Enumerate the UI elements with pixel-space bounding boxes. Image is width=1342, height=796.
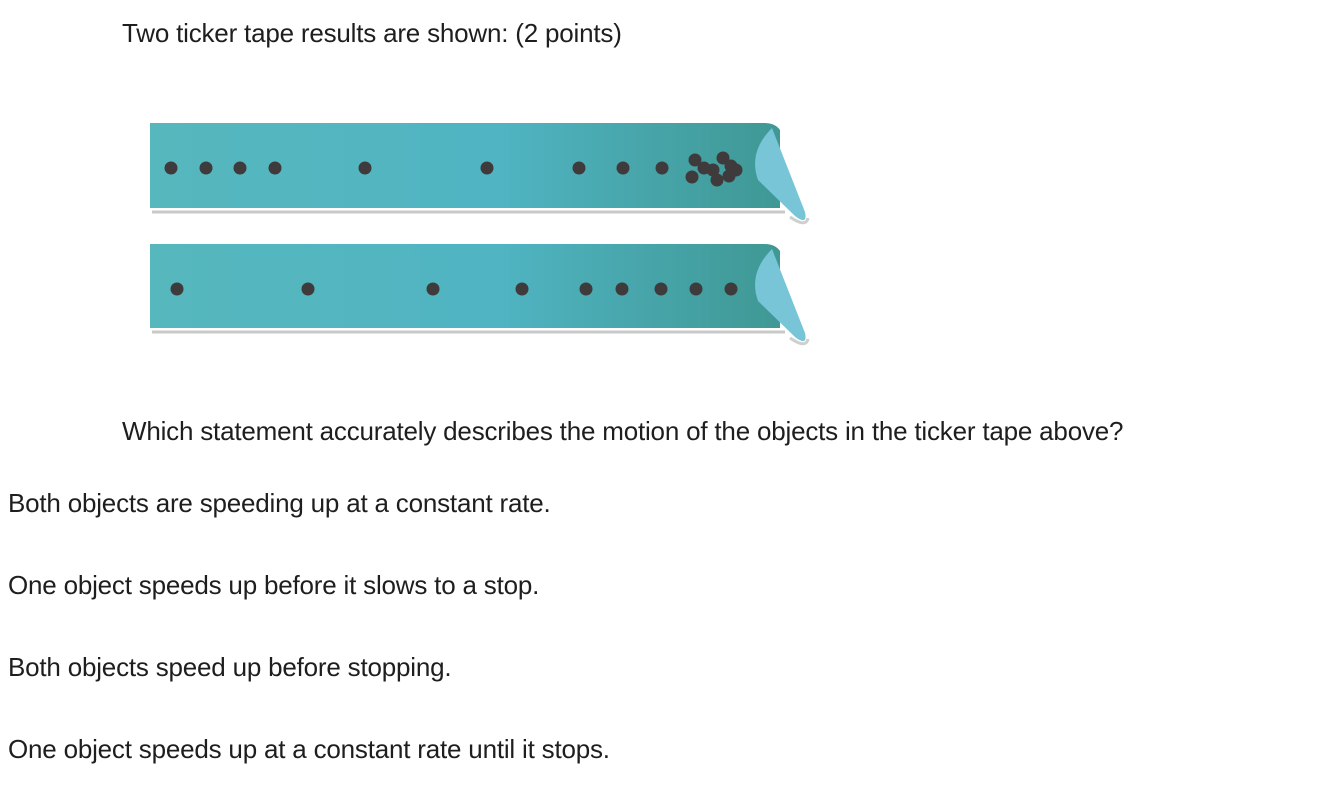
ticker-tape-bottom-graphic bbox=[150, 244, 810, 346]
ticker-tape-top-graphic bbox=[150, 123, 810, 225]
answer-option-1[interactable]: Both objects are speeding up at a consta… bbox=[8, 488, 551, 518]
ticker-dots-bottom bbox=[170, 282, 738, 296]
ticker-tape-bottom bbox=[150, 238, 810, 353]
ticker-dots-top bbox=[164, 151, 743, 187]
answer-option-2[interactable]: One object speeds up before it slows to … bbox=[8, 570, 540, 600]
answer-option-3[interactable]: Both objects speed up before stopping. bbox=[8, 652, 452, 682]
question-prompt: Which statement accurately describes the… bbox=[122, 416, 1124, 446]
question-intro: Two ticker tape results are shown: (2 po… bbox=[122, 18, 622, 48]
answer-option-4[interactable]: One object speeds up at a constant rate … bbox=[8, 734, 610, 764]
ticker-tape-top bbox=[150, 118, 810, 233]
